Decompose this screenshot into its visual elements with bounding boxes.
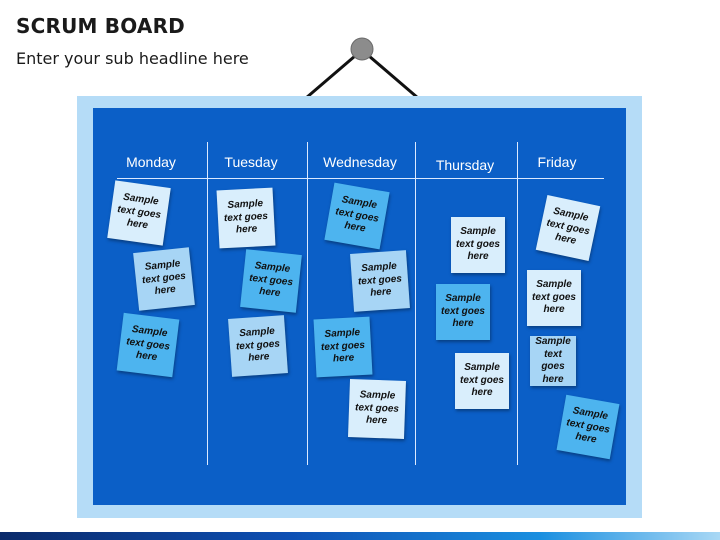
sticky-note[interactable]: Sample text goes here [107,180,171,246]
sticky-note[interactable]: Sample text goes here [527,270,581,326]
sticky-note[interactable]: Sample text goes here [216,187,276,249]
sticky-note[interactable]: Sample text goes here [240,249,302,313]
sticky-note[interactable]: Sample text goes here [530,336,576,386]
footer-bar [0,532,720,540]
page-title: SCRUM BOARD [16,14,185,38]
sticky-note[interactable]: Sample text goes here [350,250,410,312]
sticky-note[interactable]: Sample text goes here [455,353,509,409]
sticky-note[interactable]: Sample text goes here [228,315,288,377]
column-label-tuesday: Tuesday [224,154,278,170]
column-divider [207,142,208,465]
column-label-friday: Friday [537,154,577,170]
column-divider [307,142,308,465]
sticky-note[interactable]: Sample text goes here [535,194,601,262]
sticky-note[interactable]: Sample text goes here [133,247,195,311]
sticky-note[interactable]: Sample text goes here [556,394,620,460]
column-label-thursday: Thursday [435,157,495,173]
page-subtitle: Enter your sub headline here [16,49,249,68]
header-divider [117,178,604,179]
sticky-note[interactable]: Sample text goes here [451,217,505,273]
sticky-note[interactable]: Sample text goes here [348,379,406,439]
pin-icon [350,37,374,61]
column-label-monday: Monday [126,154,176,170]
sticky-note[interactable]: Sample text goes here [313,316,373,378]
sticky-note[interactable]: Sample text goes here [436,284,490,340]
column-divider [415,142,416,465]
column-divider [517,142,518,465]
sticky-note[interactable]: Sample text goes here [116,312,180,378]
column-label-wednesday: Wednesday [323,154,397,170]
sticky-note[interactable]: Sample text goes here [324,182,390,250]
